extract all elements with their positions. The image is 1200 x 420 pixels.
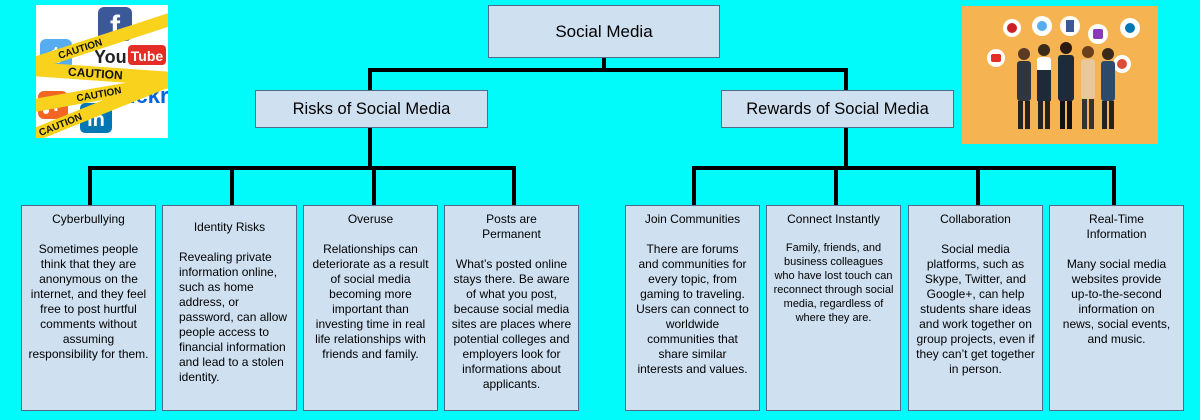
risk-card-overuse: Overuse Relationships can deteriorate as… — [303, 205, 438, 411]
reward-card-text: Many social media websites provide up-to… — [1062, 257, 1171, 346]
people-social-icons-image — [962, 6, 1158, 144]
risk-card-text: Relationships can deteriorate as a resul… — [312, 242, 429, 361]
connector-root-bar — [368, 68, 848, 72]
connector-reward-3 — [976, 166, 980, 206]
reward-card-title: Join Communities — [644, 212, 741, 226]
risks-label: Risks of Social Media — [292, 99, 451, 118]
connector-reward-2 — [834, 166, 838, 206]
connector-rewards-bar — [692, 166, 1116, 170]
connector-risk-4 — [512, 166, 516, 206]
connector-rewards-down — [844, 128, 848, 170]
reward-card-text: There are forums and communities for eve… — [636, 242, 749, 376]
risks-node: Risks of Social Media — [255, 90, 488, 128]
caution-social-logos-image: f t Tube You flickr in CAUTION CAUTION C… — [36, 5, 168, 138]
root-label: Social Media — [555, 21, 653, 41]
people-network-graphic — [962, 6, 1158, 144]
connector-risk-3 — [372, 166, 376, 206]
reward-card-connect: Connect Instantly Family, friends, and b… — [766, 205, 901, 411]
risk-card-text: Sometimes people think that they are ano… — [28, 242, 149, 361]
svg-text:CAUTION: CAUTION — [68, 65, 124, 83]
risk-card-title: Overuse — [347, 212, 394, 226]
connector-root-down — [602, 58, 606, 69]
risk-card-title: Posts are Permanent — [482, 212, 541, 241]
risk-card-text: What’s posted online stays there. Be awa… — [451, 257, 572, 391]
connector-reward-1 — [692, 166, 696, 206]
connector-risk-2 — [230, 166, 234, 206]
risk-card-title: Identity Risks — [193, 220, 266, 234]
reward-card-collaboration: Collaboration Social media platforms, su… — [908, 205, 1043, 411]
reward-card-title: Collaboration — [940, 212, 1011, 226]
risk-card-identity: Identity Risks Revealing private informa… — [162, 205, 297, 411]
business-people-group — [1017, 42, 1115, 129]
connector-risks-up — [368, 68, 372, 92]
rewards-node: Rewards of Social Media — [721, 90, 954, 128]
caution-collage-graphic: f t Tube You flickr in CAUTION CAUTION C… — [36, 5, 168, 138]
caution-tape: CAUTION CAUTION CAUTION CAUTION — [36, 6, 168, 138]
youtube-tube-text: Tube — [131, 48, 164, 64]
reward-card-title: Connect Instantly — [787, 212, 880, 226]
youtube-logo — [128, 45, 166, 65]
rewards-label: Rewards of Social Media — [746, 99, 929, 118]
connector-risks-down — [368, 128, 372, 170]
risk-card-permanent: Posts are Permanent What’s posted online… — [444, 205, 579, 411]
connector-risk-1 — [88, 166, 92, 206]
connector-reward-4 — [1112, 166, 1116, 206]
youtube-you-text: You — [94, 47, 127, 67]
risk-card-cyberbullying: Cyberbullying Sometimes people think tha… — [21, 205, 156, 411]
reward-card-title: Real-Time Information — [1086, 212, 1147, 241]
reward-card-realtime: Real-Time Information Many social media … — [1049, 205, 1184, 411]
svg-text:f: f — [110, 10, 121, 43]
connector-risks-bar — [88, 166, 516, 170]
reward-card-text: Social media platforms, such as Skype, T… — [916, 242, 1035, 376]
reward-card-communities: Join Communities There are forums and co… — [625, 205, 760, 411]
connector-rewards-up — [844, 68, 848, 92]
reward-card-text: Family, friends, and business colleagues… — [773, 242, 894, 324]
root-node: Social Media — [488, 5, 720, 58]
risk-card-title: Cyberbullying — [52, 212, 125, 226]
risk-card-text: Revealing private information online, su… — [179, 250, 288, 384]
